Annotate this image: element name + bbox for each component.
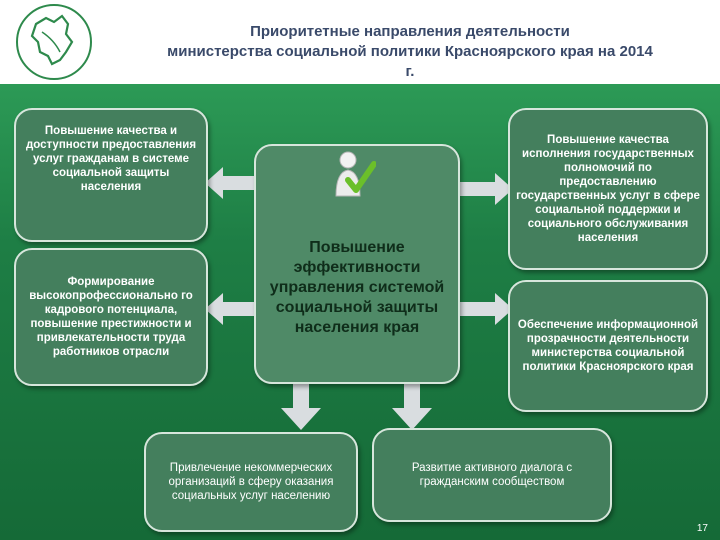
arrow-down-right — [392, 382, 432, 430]
center-goal-box: Повышение эффективности управления систе… — [254, 144, 460, 384]
arrow-down-left — [281, 382, 321, 430]
arrow-left-top — [205, 167, 263, 199]
box-staff: Формирование высокопрофессионально го ка… — [14, 248, 208, 386]
arrow-left-bottom — [205, 293, 263, 325]
title-line-3: г. — [405, 63, 415, 80]
ministry-logo — [16, 4, 92, 80]
box-transparency: Обеспечение информационной прозрачности … — [508, 280, 708, 412]
page-number: 17 — [696, 523, 708, 534]
person-checkmark-icon — [335, 151, 376, 197]
page-title: Приоритетные направления деятельности ми… — [110, 22, 710, 82]
box-nko-text: Привлечение некоммерческих организаций в… — [168, 462, 334, 502]
title-line-2: министерства социальной политики Красноя… — [167, 43, 653, 60]
center-goal-text: Повышение эффективности управления систе… — [269, 239, 445, 336]
box-state-quality-text: Повышение качества исполнения государств… — [516, 134, 700, 244]
header: Приоритетные направления деятельности ми… — [0, 0, 720, 84]
arrow-right-top — [457, 173, 513, 205]
box-state-quality: Повышение качества исполнения государств… — [508, 108, 708, 270]
box-transparency-text: Обеспечение информационной прозрачности … — [517, 319, 699, 373]
title-line-1: Приоритетные направления деятельности — [250, 23, 570, 40]
box-quality-access: Повышение качества и доступности предост… — [14, 108, 208, 242]
box-staff-text: Формирование высокопрофессионально го ка… — [29, 276, 193, 358]
box-dialog-text: Развитие активного диалога с гражданским… — [411, 462, 573, 488]
box-nko: Привлечение некоммерческих организаций в… — [144, 432, 358, 532]
box-dialog: Развитие активного диалога с гражданским… — [372, 428, 612, 522]
arrow-right-bottom — [457, 293, 513, 325]
box-quality-access-text: Повышение качества и доступности предост… — [25, 125, 197, 193]
